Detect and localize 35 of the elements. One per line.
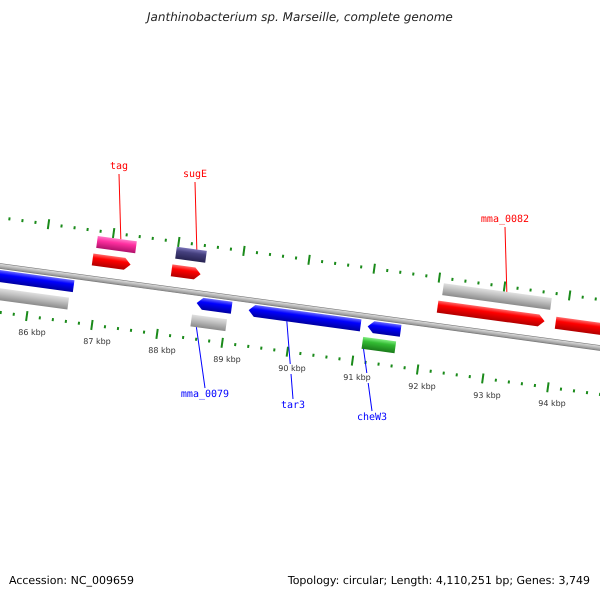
gene-feature — [170, 264, 201, 280]
leader-line — [118, 174, 122, 240]
gene-feature — [0, 286, 70, 310]
scale-label: 89 kbp — [213, 355, 241, 366]
scale-label: 86 kbp — [18, 328, 46, 338]
scale-label: 93 kbp — [473, 390, 501, 401]
gene-feature — [442, 283, 552, 310]
gene-feature — [436, 300, 545, 326]
gene-feature — [248, 304, 362, 332]
gene-label: mma_0082 — [480, 214, 530, 226]
leader-line — [196, 326, 206, 388]
leader-line — [194, 182, 198, 250]
scale-label: 88 kbp — [148, 346, 176, 356]
title: Janthinobacterium sp. Marseille, complete genome — [147, 10, 453, 24]
accession-text: Accession: NC_009659 — [9, 574, 134, 587]
genome-info-text: Topology: circular; Length: 4,110,251 bp; Genes: 3,749 — [288, 574, 590, 587]
gene-feature — [96, 236, 137, 254]
scale-label: 92 kbp — [408, 382, 436, 392]
gene-feature — [0, 268, 74, 292]
gene-feature — [362, 336, 396, 354]
scale-label: 87 kbp — [83, 337, 111, 348]
scale-label: 90 kbp — [278, 364, 306, 374]
gene-feature — [554, 316, 600, 336]
gene-label: sugE — [182, 169, 208, 181]
gene-label: tag — [110, 161, 128, 173]
gene-label: tar3 — [280, 400, 306, 412]
gene-label: mma_0079 — [180, 389, 230, 401]
scale-label: 94 kbp — [538, 399, 566, 410]
gene-feature — [196, 298, 232, 314]
gene-feature — [368, 321, 402, 337]
gene-feature — [190, 314, 228, 332]
scale-label: 91 kbp — [343, 372, 371, 383]
leader-line — [504, 226, 508, 292]
gene-feature — [92, 254, 131, 270]
gene-label: cheW3 — [356, 412, 388, 424]
